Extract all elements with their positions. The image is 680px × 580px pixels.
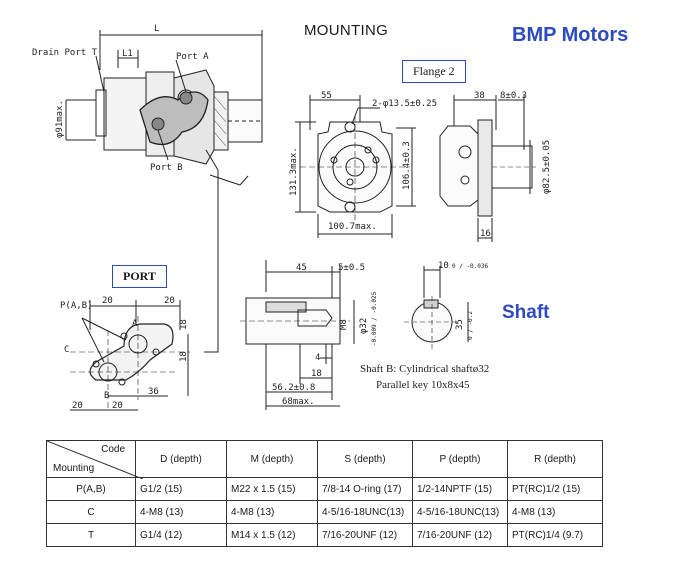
dim-dia82: φ82.5±0.05 <box>542 140 552 194</box>
table-cell: 4-M8 (13) <box>135 500 227 524</box>
table-cell: 4-5/16-18UNC(13) <box>412 500 508 524</box>
table-cell: 4-M8 (13) <box>226 500 318 524</box>
port-label: PORT <box>112 265 167 288</box>
corner-mounting-label: Mounting <box>53 463 95 474</box>
table-row: T G1/4 (12) M14 x 1.5 (12) 7/16-20UNF (1… <box>46 523 603 547</box>
dim-dia91: φ91max. <box>55 100 65 138</box>
shaft-note-2: Parallel key 10x8x45 <box>376 379 470 391</box>
dim-38: 38 <box>474 91 485 101</box>
dim-16: 16 <box>480 229 491 239</box>
col-header-s: S (depth) <box>317 440 413 478</box>
shaft-dim-5: 5±0.5 <box>338 263 365 273</box>
table-cell: G1/4 (12) <box>135 523 227 547</box>
port-dim-20a: 20 <box>102 296 113 306</box>
port-detail-view <box>70 300 190 411</box>
port-pab: P(A,B) <box>60 301 93 311</box>
dim-L1: L1 <box>122 49 133 59</box>
table-cell: M22 x 1.5 (15) <box>226 477 318 501</box>
port-dim-20d: 20 <box>112 401 123 411</box>
table-cell: 4-5/16-18UNC(13) <box>317 500 413 524</box>
page-title: MOUNTING <box>304 22 389 39</box>
port-code-table: Code Mounting D (depth) M (depth) S (dep… <box>46 440 603 547</box>
shaft-note-1: Shaft B: Cylindrical shaftø32 <box>360 363 489 375</box>
col-header-d: D (depth) <box>135 440 227 478</box>
mounting-drawing: L L1 Drain Port T Port A Port B φ91max. … <box>32 24 552 411</box>
corner-code-label: Code <box>101 444 125 455</box>
shaft-dim-4: 4 <box>315 353 320 363</box>
table-cell: 7/16-20UNF (12) <box>317 523 413 547</box>
shaft-tol35: 0 / -0.2 <box>467 311 474 340</box>
row-mounting: C <box>46 500 136 524</box>
dim-131: 131.3max. <box>289 147 299 196</box>
row-mounting: P(A,B) <box>46 477 136 501</box>
shaft-dim-68: 68max. <box>282 397 315 407</box>
table-header-row: Code Mounting D (depth) M (depth) S (dep… <box>46 440 603 479</box>
shaft-dim-10: 10 <box>438 261 449 271</box>
dim-55: 55 <box>321 91 332 101</box>
port-dim-36: 36 <box>148 387 159 397</box>
port-c-label: C <box>64 345 69 355</box>
label-port-a: Port A <box>176 52 209 62</box>
shaft-dim-56: 56.2±0.8 <box>272 383 315 393</box>
port-a-label: A <box>132 319 138 329</box>
shaft-detail-view <box>240 260 469 410</box>
shaft-dim-35: 35 <box>455 319 465 330</box>
shaft-dia32: φ32 <box>359 318 369 334</box>
port-dim-18b: 18 <box>179 351 189 362</box>
brand-logo: BMP Motors <box>512 24 629 46</box>
shaft-dim-18: 18 <box>311 369 322 379</box>
table-cell: PT(RC)1/2 (15) <box>507 477 603 501</box>
shaft-m8: M8 <box>339 319 349 330</box>
col-header-m: M (depth) <box>226 440 318 478</box>
label-drain-port: Drain Port T <box>32 48 98 58</box>
dim-100: 100.7max. <box>328 222 377 232</box>
table-cell: 1/2-14NPTF (15) <box>412 477 508 501</box>
col-header-r: R (depth) <box>507 440 603 478</box>
diagonal-divider <box>47 441 143 479</box>
table-row: P(A,B) G1/2 (15) M22 x 1.5 (15) 7/8-14 O… <box>46 477 603 501</box>
table-cell: 4-M8 (13) <box>507 500 603 524</box>
label-port-b: Port B <box>150 163 183 173</box>
col-header-p: P (depth) <box>412 440 508 478</box>
motor-side-view <box>65 30 263 353</box>
shaft-tol32: -0.009 / -0.025 <box>371 291 378 346</box>
table-cell: G1/2 (15) <box>135 477 227 501</box>
table-row: C 4-M8 (13) 4-M8 (13) 4-5/16-18UNC(13) 4… <box>46 500 603 524</box>
flange-side-view <box>439 95 536 242</box>
row-mounting: T <box>46 523 136 547</box>
shaft-label: Shaft <box>502 302 550 323</box>
dim-holes: 2-φ13.5±0.25 <box>372 99 437 109</box>
port-b-label: B <box>104 391 109 401</box>
table-cell: 7/16-20UNF (12) <box>412 523 508 547</box>
flange-label: Flange 2 <box>402 60 466 83</box>
dim-L: L <box>154 24 159 34</box>
dim-8: 8±0.3 <box>500 91 527 101</box>
shaft-dim-45: 45 <box>296 263 307 273</box>
dim-106: 106.4±0.3 <box>402 141 412 190</box>
shaft-tol10: 0 / -0.036 <box>452 263 489 270</box>
table-cell: PT(RC)1/4 (9.7) <box>507 523 603 547</box>
table-cell: M14 x 1.5 (12) <box>226 523 318 547</box>
port-dim-20b: 20 <box>164 296 175 306</box>
table-cell: 7/8-14 O-ring (17) <box>317 477 413 501</box>
port-dim-18a: 18 <box>179 319 189 330</box>
table-corner-cell: Code Mounting <box>46 440 143 479</box>
port-dim-20c: 20 <box>72 401 83 411</box>
flange-front-view <box>295 95 416 238</box>
